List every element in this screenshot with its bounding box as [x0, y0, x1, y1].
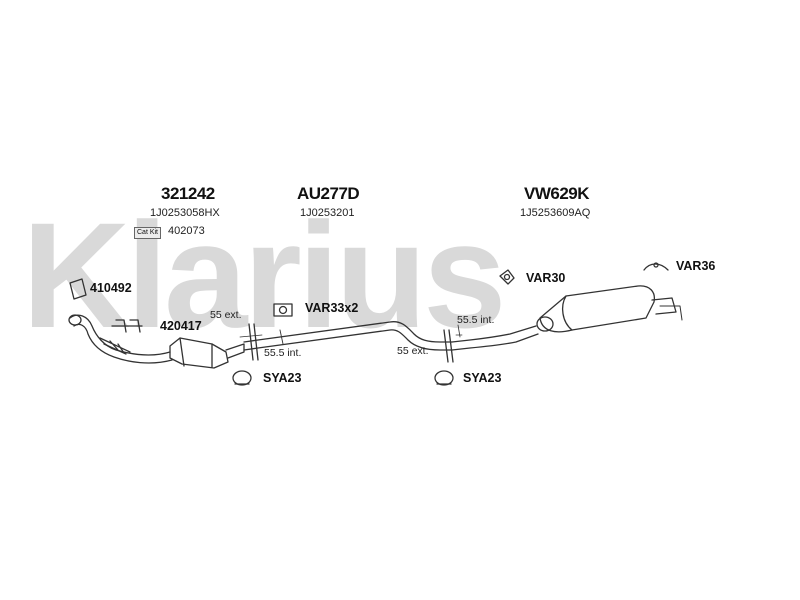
part-label-sya23-left: SYA23 [263, 371, 302, 385]
front-pipe-drawing [68, 314, 173, 364]
part-label-var36: VAR36 [676, 259, 716, 273]
gasket-410492-drawing [69, 278, 87, 300]
clamp-sya23-right-drawing [434, 370, 454, 386]
part-label-var33x2: VAR33x2 [305, 301, 359, 315]
brand-watermark: Klarius [22, 191, 507, 359]
part-code-AU277D: AU277D [297, 184, 360, 203]
part-label-sya23-right: SYA23 [463, 371, 502, 385]
dim-left-int: 55.5 int. [264, 347, 302, 359]
dim-right-int: 55.5 int. [457, 314, 495, 326]
oem-1J0253201: 1J0253201 [300, 207, 355, 219]
mounting-420417-drawing [111, 319, 143, 333]
dim-left-ext: 55 ext. [210, 309, 242, 321]
hanger-var30-drawing [499, 269, 515, 285]
part-label-410492: 410492 [90, 281, 132, 295]
hanger-var36-drawing [643, 262, 669, 271]
centre-pipe-drawing [243, 321, 453, 351]
clamp-marks-right [443, 324, 463, 363]
oem-1J0253058HX: 1J0253058HX [150, 207, 220, 219]
oem-1J5253609AQ: 1J5253609AQ [520, 207, 591, 219]
catalytic-converter-drawing [169, 337, 245, 369]
cat-kit-badge: Cat Kit [134, 227, 162, 239]
cat-kit-code: 402073 [168, 225, 205, 237]
clamp-sya23-left-drawing [232, 370, 252, 386]
part-label-420417: 420417 [160, 319, 202, 333]
rear-pipe-drawing [451, 325, 539, 351]
hanger-var33-drawing [273, 303, 293, 317]
rear-silencer-drawing [536, 285, 683, 333]
part-label-var30: VAR30 [526, 271, 566, 285]
clamp-marks-left [239, 323, 263, 361]
part-code-VW629K: VW629K [524, 184, 590, 203]
part-code-321242: 321242 [161, 184, 215, 203]
dim-right-ext: 55 ext. [397, 345, 429, 357]
